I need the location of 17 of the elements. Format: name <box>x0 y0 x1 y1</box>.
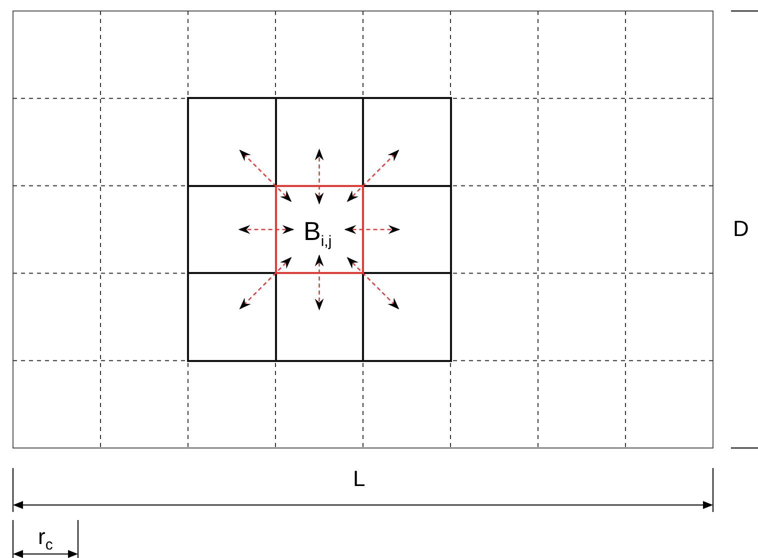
center-cell <box>274 184 364 274</box>
grid-cell <box>362 97 452 187</box>
dimension-label: D <box>733 218 749 240</box>
double-arrow <box>346 150 400 202</box>
double-arrow <box>344 225 400 234</box>
double-arrow <box>239 150 292 202</box>
double-arrow <box>314 148 324 204</box>
double-arrow <box>314 254 324 310</box>
grid-cell <box>187 272 276 362</box>
grid-cell <box>362 272 452 362</box>
double-arrow <box>346 257 400 310</box>
cell-label: B$_{i,j}$ <box>304 218 332 249</box>
double-arrow <box>238 225 294 234</box>
dimension-label: L <box>353 468 366 490</box>
grid-cell <box>187 97 276 187</box>
dimension-label: r$_{c}$ <box>38 526 53 552</box>
double-arrow <box>239 257 292 310</box>
